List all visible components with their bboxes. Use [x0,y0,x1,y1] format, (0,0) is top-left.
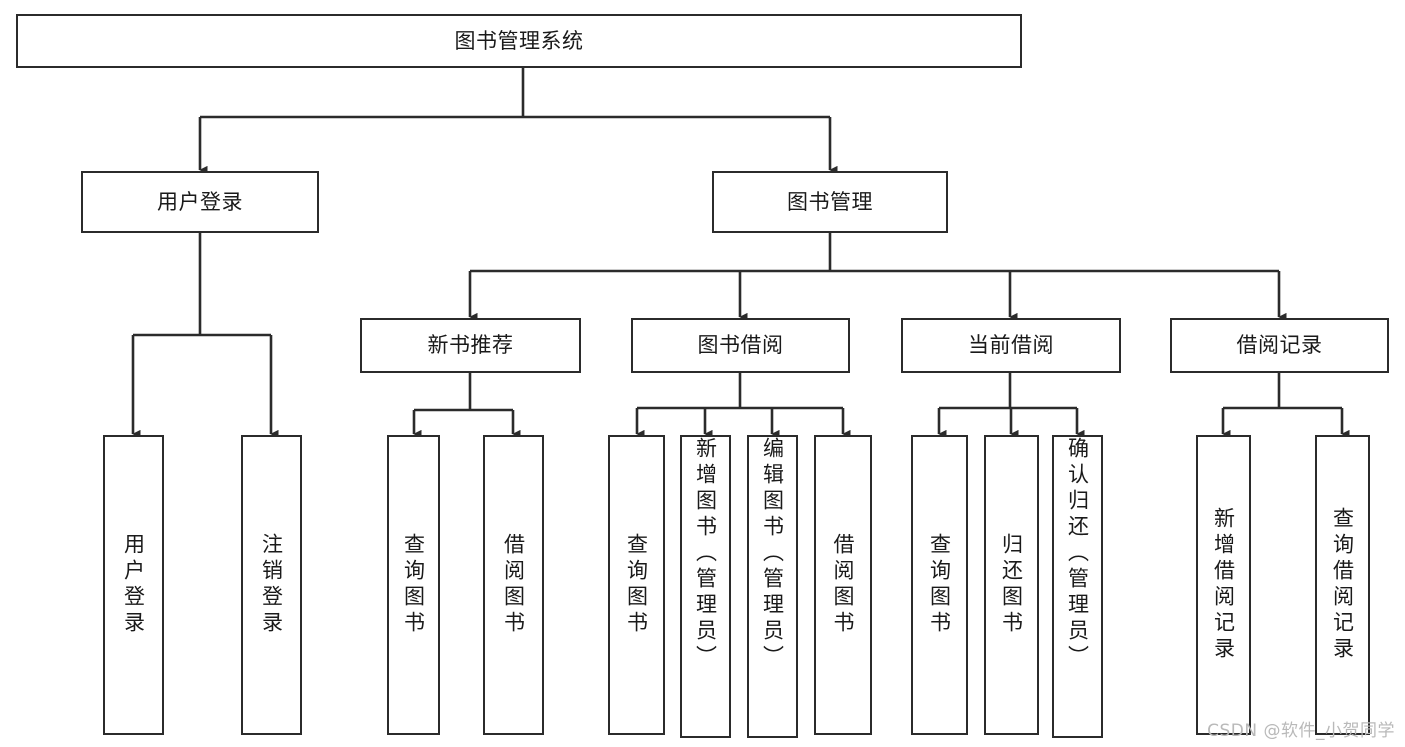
node-book-manage[interactable]: 图书管理 [712,171,948,233]
node-leaf-user-login-label: 用户登录 [121,533,146,637]
node-leaf-edit-book[interactable]: 编辑图书（管理员） [747,435,798,738]
node-leaf-query-book-3[interactable]: 查询图书 [911,435,968,735]
watermark-text: CSDN @软件_小贺同学 [1207,721,1395,741]
node-leaf-user-login[interactable]: 用户登录 [103,435,164,735]
node-leaf-borrow-book-1-label: 借阅图书 [501,533,526,637]
node-new-book-rec[interactable]: 新书推荐 [360,318,581,373]
node-leaf-return-book-label: 归还图书 [999,533,1024,637]
node-current-borrow-label: 当前借阅 [968,333,1054,358]
node-leaf-logout[interactable]: 注销登录 [241,435,302,735]
node-leaf-query-record-label: 查询借阅记录 [1330,507,1355,663]
node-leaf-query-book-2[interactable]: 查询图书 [608,435,665,735]
node-book-borrow[interactable]: 图书借阅 [631,318,850,373]
node-leaf-confirm-return-label: 确认归还（管理员） [1065,437,1090,671]
node-root-label: 图书管理系统 [454,28,584,53]
node-leaf-logout-label: 注销登录 [259,533,284,637]
node-leaf-query-book-1[interactable]: 查询图书 [387,435,440,735]
node-leaf-borrow-book-2[interactable]: 借阅图书 [814,435,872,735]
node-leaf-confirm-return[interactable]: 确认归还（管理员） [1052,435,1103,738]
node-root[interactable]: 图书管理系统 [16,14,1022,68]
node-user-login-label: 用户登录 [157,189,243,214]
node-current-borrow[interactable]: 当前借阅 [901,318,1121,373]
node-book-manage-label: 图书管理 [787,189,873,214]
node-user-login[interactable]: 用户登录 [81,171,319,233]
node-leaf-borrow-book-2-label: 借阅图书 [831,533,856,637]
node-leaf-query-book-3-label: 查询图书 [927,533,952,637]
node-leaf-add-book-label: 新增图书（管理员） [693,437,718,671]
node-leaf-query-book-2-label: 查询图书 [624,533,649,637]
node-book-borrow-label: 图书借阅 [697,333,784,358]
node-borrow-record[interactable]: 借阅记录 [1170,318,1389,373]
node-leaf-borrow-book-1[interactable]: 借阅图书 [483,435,544,735]
node-leaf-add-record-label: 新增借阅记录 [1211,507,1236,663]
node-leaf-return-book[interactable]: 归还图书 [984,435,1039,735]
node-leaf-edit-book-label: 编辑图书（管理员） [760,437,785,671]
node-leaf-query-record[interactable]: 查询借阅记录 [1315,435,1370,735]
node-leaf-add-record[interactable]: 新增借阅记录 [1196,435,1251,735]
node-new-book-rec-label: 新书推荐 [427,333,514,358]
node-leaf-add-book[interactable]: 新增图书（管理员） [680,435,731,738]
node-borrow-record-label: 借阅记录 [1236,333,1323,358]
node-leaf-query-book-1-label: 查询图书 [401,533,426,637]
